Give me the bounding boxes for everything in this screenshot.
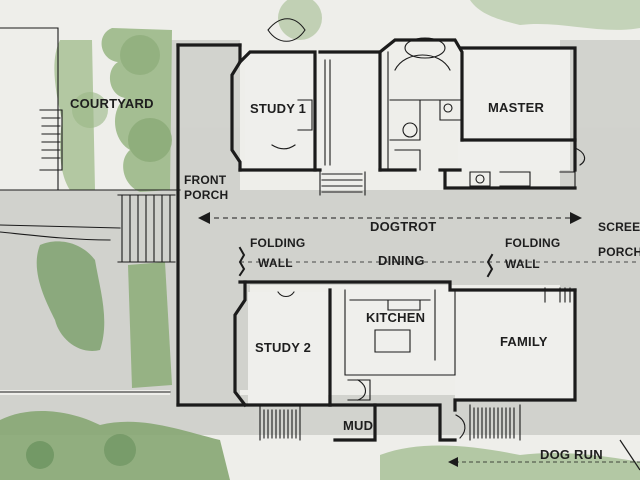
screen-porch-label-line2: PORCH xyxy=(598,245,640,259)
screen-porch-label-line1: SCREEN xyxy=(598,220,640,234)
courtyard-label: COURTYARD xyxy=(70,96,154,111)
dog-run-label: DOG RUN xyxy=(540,447,603,462)
dining-label: DINING xyxy=(378,253,425,268)
master-label: MASTER xyxy=(488,100,545,115)
folding-wall-right xyxy=(486,253,494,278)
dogtrot-label: DOGTROT xyxy=(370,219,436,234)
mud-label: MUD xyxy=(343,418,373,433)
dog-run-axis xyxy=(448,439,640,471)
room-labels: COURTYARD STUDY 1 MASTER FRONT PORCH DOG… xyxy=(70,96,640,462)
family-label: FAMILY xyxy=(500,334,548,349)
light-interiors xyxy=(245,48,575,404)
folding-wall-left-label-line1: FOLDING xyxy=(250,236,305,250)
folding-wall-right-label-line1: FOLDING xyxy=(505,236,560,250)
north-wing-walls xyxy=(176,38,577,407)
front-porch-label-line2: PORCH xyxy=(184,188,228,202)
north-wing-details xyxy=(267,18,586,196)
folding-wall-right-label-line2: WALL xyxy=(505,257,540,271)
front-porch-label-line1: FRONT xyxy=(184,173,227,187)
folding-wall-left-label-line2: WALL xyxy=(258,256,293,270)
site-lines xyxy=(0,27,181,393)
kitchen-label: KITCHEN xyxy=(366,310,425,325)
south-wing-details xyxy=(259,287,571,441)
study1-label: STUDY 1 xyxy=(250,101,306,116)
study2-label: STUDY 2 xyxy=(255,340,311,355)
grey-wash xyxy=(0,40,640,435)
south-wing-walls xyxy=(176,280,577,442)
dogtrot-axis xyxy=(198,212,640,263)
